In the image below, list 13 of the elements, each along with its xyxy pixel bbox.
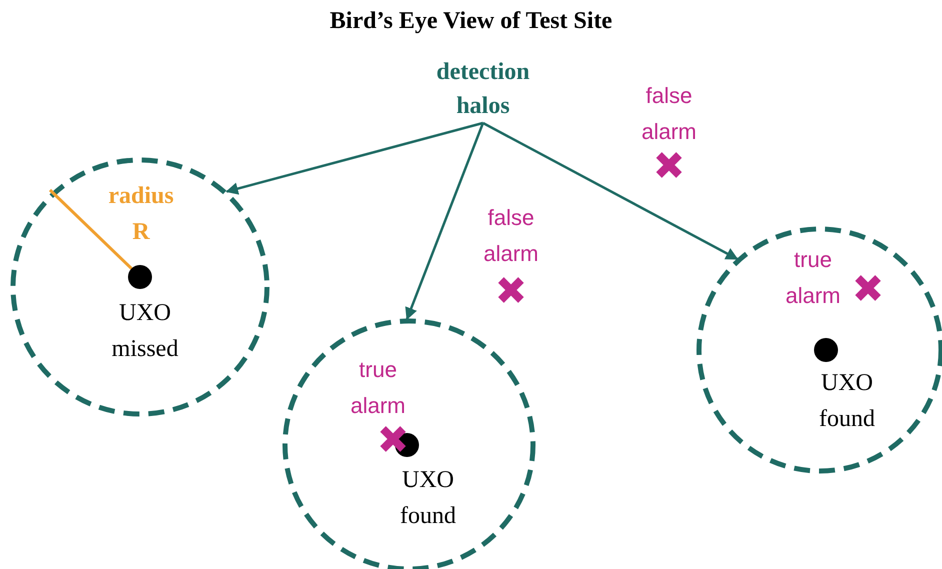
arrow (482, 122, 738, 260)
alarm-label: true alarm (349, 356, 406, 420)
alarm-label: false alarm (482, 204, 540, 268)
object-label: UXO found (399, 466, 457, 531)
object-label: UXO missed (110, 299, 180, 364)
arrow (226, 122, 484, 195)
alarm-label: false alarm (640, 82, 698, 146)
object-label: UXO found (818, 369, 876, 434)
radius-label: radius R (107, 182, 175, 247)
callout-text: detection halos (413, 55, 553, 123)
title: Bird’s Eye View of Test Site (328, 8, 614, 35)
alarm-label: true alarm (784, 246, 842, 310)
arrow (405, 122, 484, 320)
